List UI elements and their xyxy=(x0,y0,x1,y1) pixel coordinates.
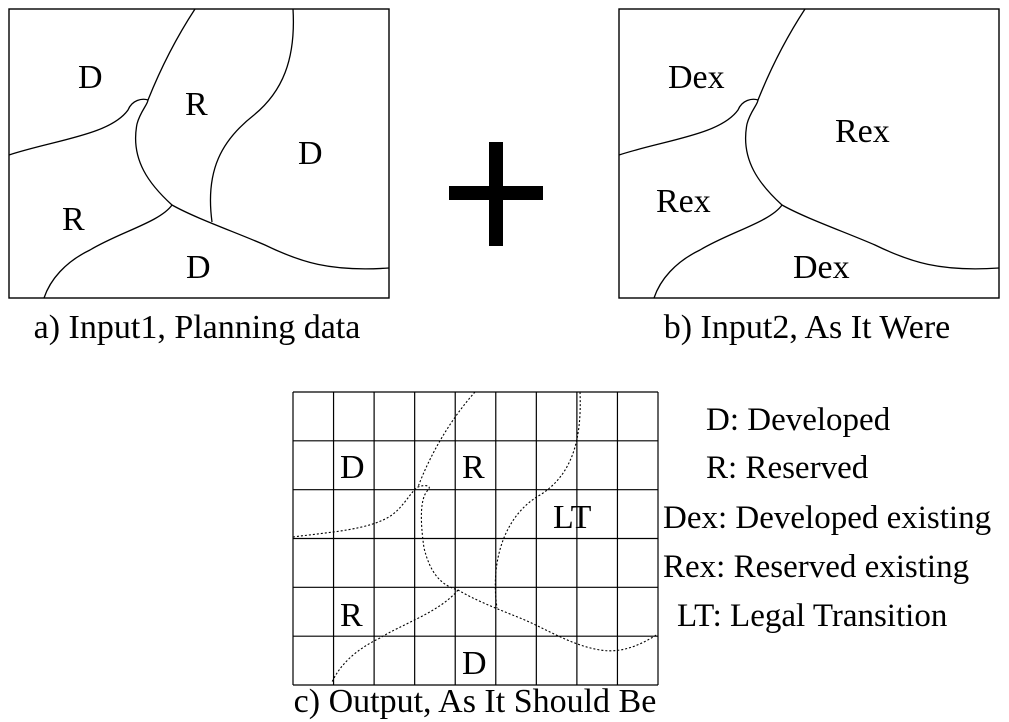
legend-item-reserved-existing: Rex: Reserved existing xyxy=(663,549,969,585)
panel-c-boundary-top xyxy=(417,391,476,488)
legend-item-developed: D: Developed xyxy=(706,402,891,438)
panel-a-region-3: D xyxy=(298,135,323,172)
panel-a-region-4: R xyxy=(62,201,85,238)
panel-b-caption: b) Input2, As It Were xyxy=(664,309,951,346)
panel-b-region-3: Rex xyxy=(656,183,711,220)
legend: D: Developed R: Reserved Dex: Developed … xyxy=(663,402,991,634)
panel-a-region-1: D xyxy=(78,59,103,96)
legend-item-developed-existing: Dex: Developed existing xyxy=(663,500,991,536)
panel-c-region-5: D xyxy=(462,645,487,682)
panel-c-caption: c) Output, As It Should Be xyxy=(294,683,657,720)
panel-c-region-4: R xyxy=(340,597,363,634)
panel-a-region-2: R xyxy=(185,86,208,123)
panel-a-caption: a) Input1, Planning data xyxy=(34,309,361,346)
panel-c-region-2: R xyxy=(462,449,485,486)
panel-c-boundary-right xyxy=(494,391,581,609)
panel-a: D R D R D a) Input1, Planning data xyxy=(8,8,390,346)
panel-c-boundary-upper xyxy=(292,485,659,652)
panel-b-region-4: Dex xyxy=(793,249,850,286)
panel-c-region-3: LT xyxy=(553,499,592,536)
panel-c-region-1: D xyxy=(340,449,365,486)
plus-operator xyxy=(449,142,543,246)
panel-c-boundary-lower xyxy=(331,589,459,683)
panel-b-boundary-lower xyxy=(653,204,783,299)
panel-b: Dex Rex Rex Dex b) Input2, As It Were xyxy=(618,8,1000,346)
legend-item-reserved: R: Reserved xyxy=(706,450,869,486)
panel-a-boundary-right xyxy=(209,8,295,223)
panel-b-region-1: Dex xyxy=(668,59,725,96)
panel-c-grid xyxy=(292,391,659,686)
panel-b-region-2: Rex xyxy=(835,113,890,150)
panel-b-frame xyxy=(618,8,1000,299)
legend-item-legal-transition: LT: Legal Transition xyxy=(677,598,947,634)
panel-c: D R LT R D c) Output, As It Should Be xyxy=(292,391,659,720)
panel-a-region-5: D xyxy=(186,249,211,286)
panel-b-boundary-top xyxy=(757,8,806,101)
panel-a-frame xyxy=(8,8,390,299)
panel-a-boundary-left xyxy=(8,98,390,270)
panel-a-boundary-top xyxy=(147,8,196,101)
panel-a-boundary-bottom xyxy=(43,204,173,299)
plus-horizontal-bar xyxy=(449,186,543,200)
panel-b-boundary-upper xyxy=(618,98,1000,270)
